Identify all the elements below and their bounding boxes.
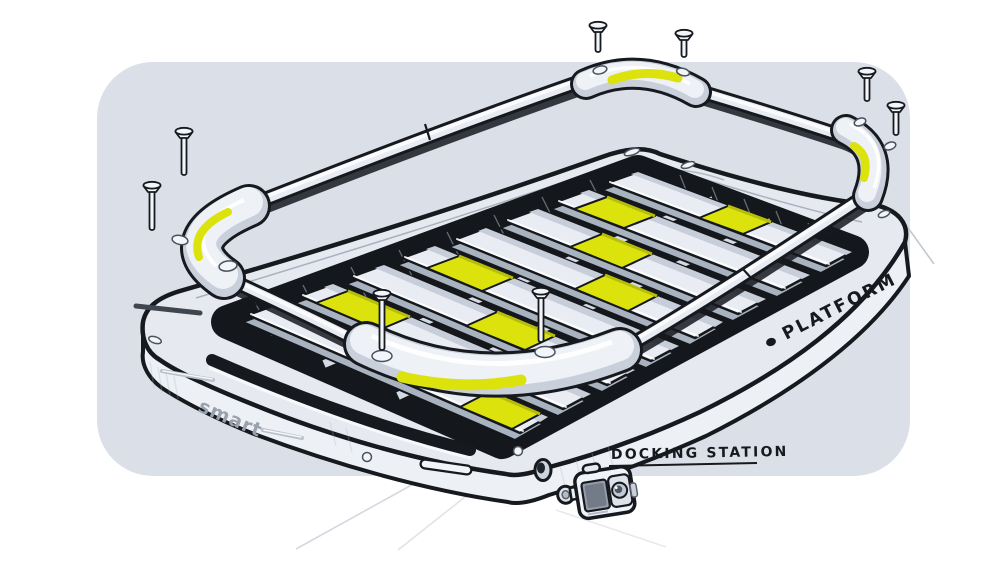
action-camera-icon — [556, 462, 639, 521]
frame-corner-bracket-west — [171, 184, 271, 300]
screw-icon — [886, 100, 906, 136]
screws — [142, 20, 906, 351]
rim-handle-slot — [206, 354, 476, 460]
docking-station-underline — [608, 462, 758, 467]
screw-icon — [531, 286, 551, 343]
screw-icon — [142, 180, 162, 231]
camera-shutter-button — [581, 462, 602, 475]
rail-joint — [741, 267, 753, 280]
frame-corner-bracket-east — [830, 114, 897, 212]
frame-corner-bracket-north — [570, 57, 712, 108]
camera-lens-glint — [614, 486, 618, 490]
screw-icon — [588, 20, 608, 53]
rail-joint — [423, 123, 432, 141]
screw-icon — [372, 288, 392, 351]
roof-frame — [171, 57, 897, 398]
screw-icon — [674, 28, 694, 58]
camera-mount-hole — [561, 489, 570, 500]
screw-icon — [174, 126, 194, 176]
camera-side-button — [629, 482, 639, 498]
slat — [448, 226, 725, 346]
rim-details — [133, 147, 891, 476]
screw-icon — [857, 66, 877, 102]
slat — [499, 207, 768, 322]
construction-lines — [295, 224, 935, 551]
camera-screen-glass — [584, 482, 607, 509]
camera-label-line — [587, 510, 608, 516]
frame-corner-bracket-south — [343, 321, 643, 398]
docking-station-label: DOCKING STATION — [611, 444, 789, 463]
docking-socket — [533, 458, 553, 482]
callout-dot — [766, 337, 776, 347]
